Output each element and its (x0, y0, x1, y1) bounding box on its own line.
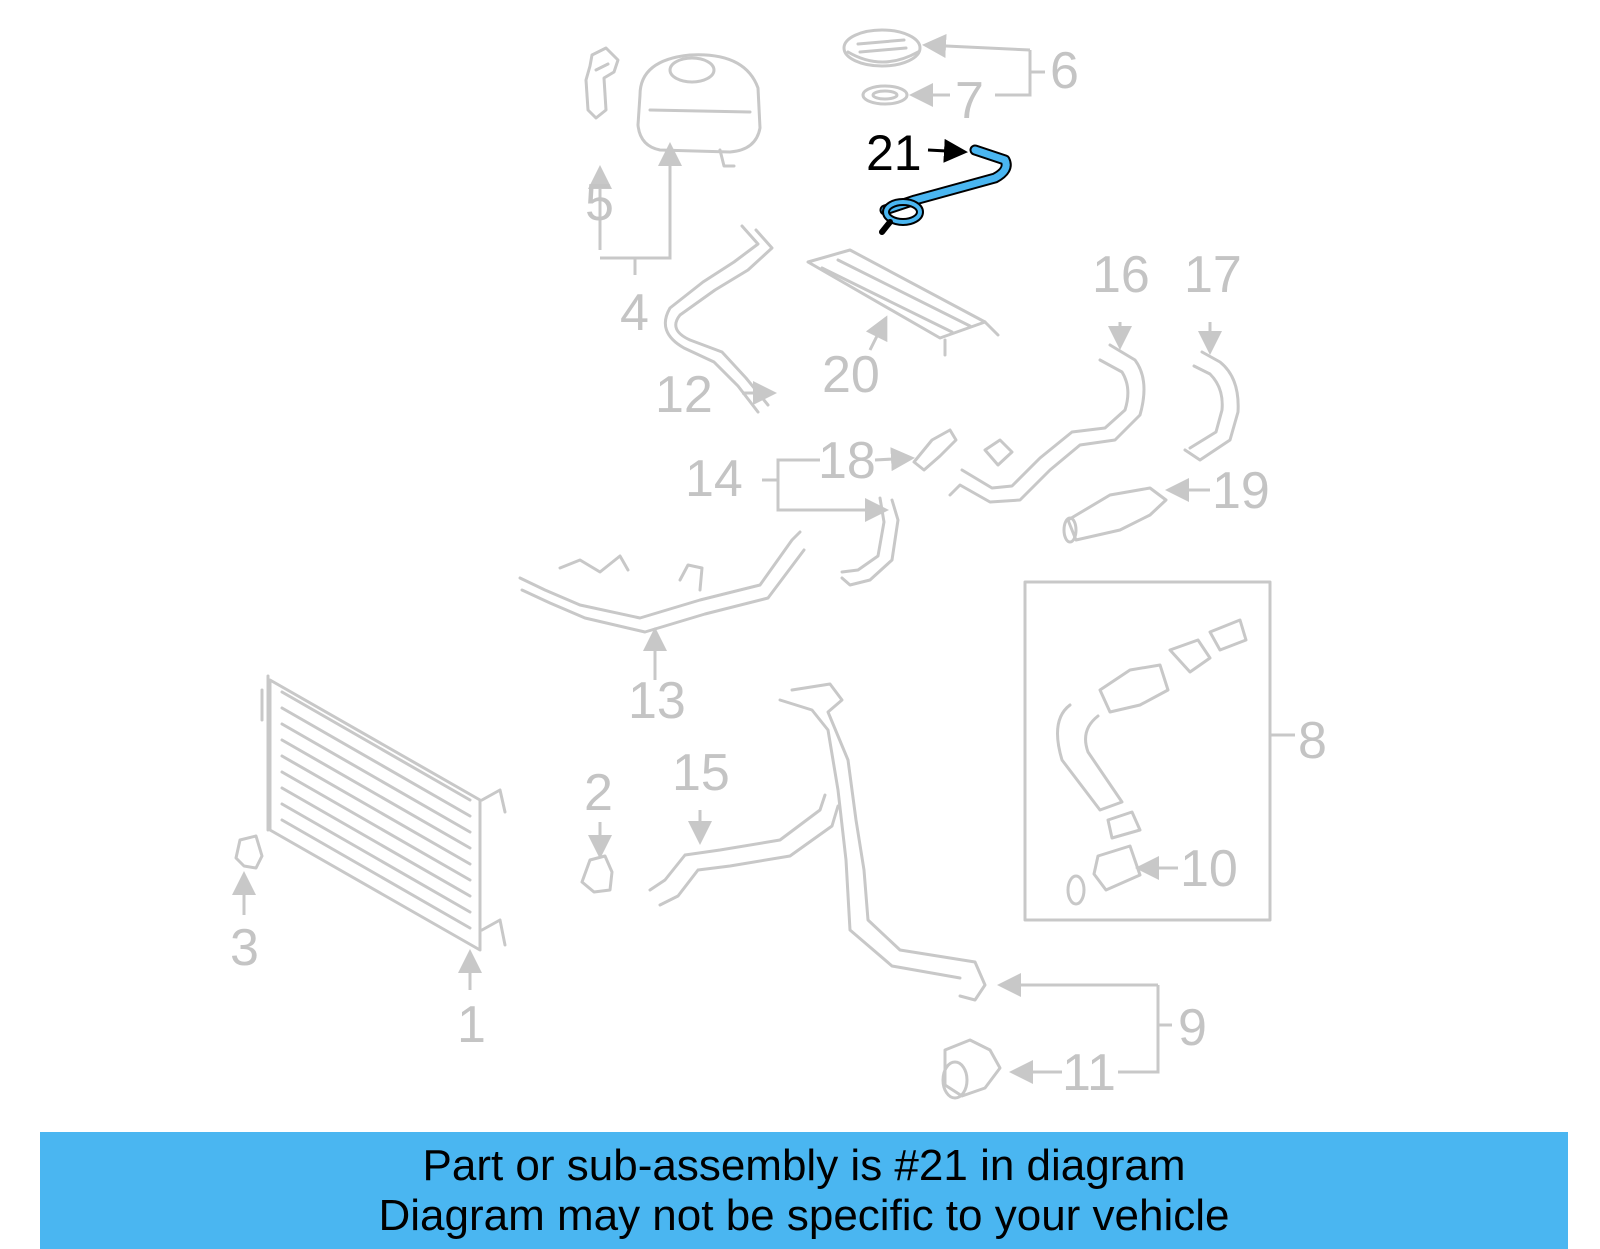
part-5-bracket[interactable] (584, 46, 620, 120)
callout-7: 7 (955, 72, 984, 130)
callout-5: 5 (585, 174, 614, 232)
callout-labels: 1 2 3 4 5 6 7 8 9 10 11 12 13 14 15 16 1… (230, 42, 1327, 1102)
callout-2: 2 (584, 764, 613, 822)
caption-line-1: Part or sub-assembly is #21 in diagram (422, 1140, 1186, 1190)
callout-1: 1 (457, 996, 486, 1054)
callout-12: 12 (655, 366, 713, 424)
part-6-cap[interactable] (842, 28, 922, 68)
part-4-expansion-tank[interactable] (636, 53, 762, 168)
callout-4: 4 (620, 284, 649, 342)
part-21-hose-highlighted[interactable] (879, 144, 1012, 235)
part-19-flange[interactable] (1062, 486, 1168, 544)
part-11-fitting[interactable] (941, 1038, 1002, 1100)
part-15-hose[interactable] (648, 793, 840, 907)
callout-8: 8 (1298, 712, 1327, 770)
callout-9: 9 (1178, 999, 1207, 1057)
callout-3: 3 (230, 919, 259, 977)
caption-banner: Part or sub-assembly is #21 in diagram D… (40, 1132, 1568, 1249)
part-2-bracket[interactable] (580, 854, 614, 894)
parts-diagram: 1 2 3 4 5 6 7 8 9 10 11 12 13 14 15 16 1… (230, 28, 1327, 1102)
callout-20: 20 (822, 346, 880, 404)
part-1-radiator[interactable] (260, 674, 507, 952)
callout-21-highlighted: 21 (866, 125, 922, 181)
part-7-seal[interactable] (861, 84, 909, 106)
callout-11: 11 (1062, 1044, 1116, 1102)
part-20-rail[interactable] (806, 248, 1000, 357)
part-17-hose[interactable] (1183, 350, 1240, 462)
part-8-assembly-box[interactable] (1023, 580, 1272, 922)
callout-17: 17 (1184, 246, 1242, 304)
callout-10: 10 (1180, 840, 1238, 898)
callout-16: 16 (1092, 246, 1150, 304)
part-3-bracket[interactable] (234, 834, 264, 870)
callout-18: 18 (818, 432, 876, 490)
callout-15: 15 (672, 744, 730, 802)
callout-19: 19 (1212, 462, 1270, 520)
part-12-hose[interactable] (663, 224, 774, 414)
part-16-hose[interactable] (948, 343, 1146, 504)
caption-line-2: Diagram may not be specific to your vehi… (378, 1190, 1230, 1240)
leader-lines (232, 34, 1295, 1084)
part-18-small-hose[interactable] (912, 428, 958, 472)
callout-6: 6 (1050, 42, 1079, 100)
part-13-pipe[interactable] (518, 530, 806, 634)
part-9-large-hose[interactable] (778, 682, 987, 1002)
callout-14: 14 (685, 450, 743, 508)
callout-13: 13 (628, 672, 686, 730)
